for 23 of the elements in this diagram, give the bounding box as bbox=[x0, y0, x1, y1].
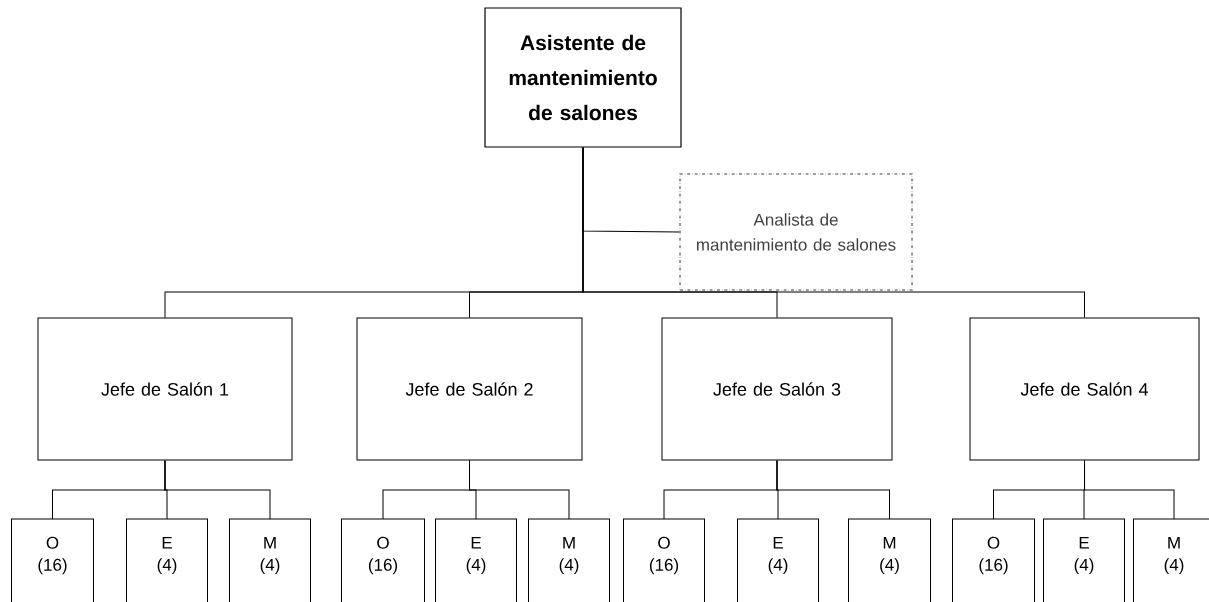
position-box: Jefe de Salón 2 bbox=[356, 317, 583, 461]
connector-line bbox=[1084, 460, 1175, 520]
connector-line bbox=[469, 460, 570, 520]
connector-line bbox=[776, 460, 890, 520]
position-box: Asistente de mantenimiento de salones bbox=[484, 7, 682, 148]
position-box: Jefe de Salón 1 bbox=[37, 317, 293, 461]
connector-line bbox=[164, 460, 271, 520]
position-box: Jefe de Salón 4 bbox=[969, 317, 1200, 461]
position-box: E (4) bbox=[126, 518, 208, 602]
position-box: O (16) bbox=[952, 518, 1035, 602]
position-box: O (16) bbox=[11, 518, 94, 602]
position-box: E (4) bbox=[737, 518, 819, 602]
position-box: E (4) bbox=[435, 518, 517, 602]
position-box: M (4) bbox=[528, 518, 610, 602]
position-box: M (4) bbox=[229, 518, 311, 602]
position-box: M (4) bbox=[848, 518, 931, 602]
position-box: O (16) bbox=[341, 518, 425, 602]
position-box: M (4) bbox=[1133, 518, 1209, 602]
dashed-position-box: Analista de mantenimiento de salones bbox=[679, 173, 913, 291]
position-box: E (4) bbox=[1043, 518, 1125, 602]
position-box: O (16) bbox=[623, 518, 705, 602]
position-box: Jefe de Salón 3 bbox=[661, 317, 893, 461]
connector-line bbox=[582, 147, 1085, 318]
